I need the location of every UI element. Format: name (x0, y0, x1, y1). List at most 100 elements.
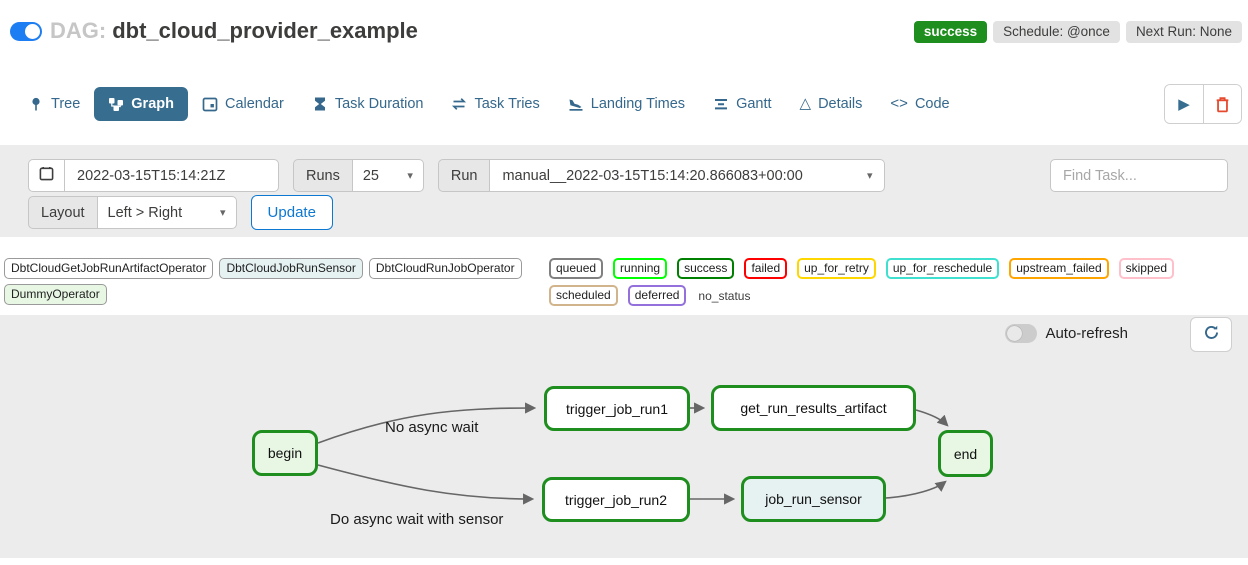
delete-dag-button[interactable] (1203, 85, 1241, 123)
runs-select[interactable]: 25 ▾ (351, 159, 424, 192)
tab-task-tries[interactable]: Task Tries (437, 87, 553, 121)
landing-plane-icon (568, 96, 584, 112)
filter-row-2: Layout Left > Right ▾ Update (28, 195, 333, 230)
operator-badge: DbtCloudGetJobRunArtifactOperator (4, 258, 214, 279)
tab-label: Gantt (736, 96, 772, 112)
edge-begin-trigger2 (317, 464, 535, 505)
dag-status-badge: success (913, 21, 988, 43)
state-badge-upstream-failed: upstream_failed (1009, 258, 1109, 279)
operator-badge: DbtCloudRunJobOperator (368, 258, 522, 279)
run-group: Run manual__2022-03-15T15:14:20.866083+0… (437, 159, 886, 192)
tab-label: Graph (131, 96, 174, 112)
auto-refresh-control: Auto-refresh (1005, 324, 1128, 343)
no-status-label: no_status (698, 288, 751, 303)
view-tabs-row: Tree Graph Calendar Task Duration Task T… (0, 84, 1248, 128)
tab-tree[interactable]: Tree (14, 87, 94, 121)
operator-legend: DbtCloudGetJobRunArtifactOperator DbtClo… (4, 258, 544, 305)
operator-badge: DbtCloudJobRunSensor (219, 258, 363, 279)
gantt-bars-icon (713, 96, 729, 112)
date-picker-button[interactable] (28, 159, 64, 192)
tab-label: Tree (51, 96, 81, 112)
state-badge-queued: queued (549, 258, 604, 279)
tab-label: Task Duration (334, 96, 424, 112)
triangle-icon: △ (799, 95, 812, 112)
legend: DbtCloudGetJobRunArtifactOperator DbtClo… (0, 255, 1248, 310)
chevron-down-icon: ▾ (407, 170, 413, 182)
trigger-dag-button[interactable]: ▶ (1165, 85, 1203, 123)
tab-graph[interactable]: Graph (94, 87, 188, 121)
header-badges: success Schedule: @once Next Run: None (913, 21, 1242, 43)
run-label: Run (437, 159, 490, 192)
chevron-down-icon: ▾ (866, 170, 873, 182)
next-run-badge: Next Run: None (1125, 21, 1242, 43)
run-select[interactable]: manual__2022-03-15T15:14:20.866083+00:00… (489, 159, 886, 192)
tab-details[interactable]: △ Details (786, 87, 877, 121)
view-tabs: Tree Graph Calendar Task Duration Task T… (14, 84, 964, 124)
tab-label: Calendar (224, 96, 284, 112)
schedule-badge: Schedule: @once (993, 21, 1120, 43)
tab-gantt[interactable]: Gantt (699, 87, 785, 121)
state-legend: queued running success failed up_for_ret… (549, 258, 1239, 306)
update-button[interactable]: Update (250, 195, 333, 230)
tree-pin-icon (28, 96, 44, 112)
layout-label: Layout (28, 196, 97, 229)
code-brackets-icon: <> (890, 95, 908, 112)
task-node-begin[interactable]: begin (252, 430, 318, 476)
dag-name: dbt_cloud_provider_example (112, 18, 418, 43)
state-badge-failed: failed (744, 258, 788, 279)
refresh-button[interactable] (1190, 317, 1232, 352)
edge-sensor-end (885, 480, 947, 499)
toggle-knob (1007, 326, 1023, 341)
state-badge-success: success (677, 258, 735, 279)
runs-label: Runs (293, 159, 352, 192)
dag-header: DAG:dbt_cloud_provider_example success S… (0, 0, 1248, 66)
tab-label: Task Tries (474, 96, 540, 112)
task-node-trigger-job-run2[interactable]: trigger_job_run2 (542, 477, 690, 522)
trash-icon (1214, 96, 1231, 113)
state-badge-skipped: skipped (1118, 258, 1174, 279)
task-node-end[interactable]: end (938, 430, 993, 477)
tab-label: Landing Times (590, 96, 686, 112)
tab-label: Details (818, 96, 863, 112)
dag-edges (317, 402, 949, 505)
dag-action-buttons: ▶ (1164, 84, 1242, 124)
auto-refresh-label: Auto-refresh (1045, 325, 1128, 342)
filter-row-1: Runs 25 ▾ Run manual__2022-03-15T15:14:2… (28, 159, 886, 192)
tab-code[interactable]: <> Code (876, 87, 963, 121)
base-date-input[interactable] (64, 159, 279, 192)
play-icon: ▶ (1178, 96, 1190, 113)
tab-landing-times[interactable]: Landing Times (554, 87, 699, 121)
refresh-icon (1203, 324, 1220, 346)
graph-nodes-icon (108, 96, 124, 112)
runs-group: Runs 25 ▾ (293, 159, 424, 192)
state-badge-scheduled: scheduled (549, 285, 618, 306)
auto-refresh-toggle[interactable] (1005, 324, 1038, 343)
state-badge-running: running (613, 258, 668, 279)
task-node-get-run-results-artifact[interactable]: get_run_results_artifact (711, 385, 916, 431)
operator-badge: DummyOperator (4, 284, 107, 305)
task-node-trigger-job-run1[interactable]: trigger_job_run1 (544, 386, 690, 431)
find-task-input[interactable] (1050, 159, 1228, 192)
base-date-group (28, 159, 279, 192)
state-badge-up-for-retry: up_for_retry (797, 258, 876, 279)
repeat-icon (451, 96, 467, 112)
state-badge-deferred: deferred (627, 285, 687, 306)
layout-group: Layout Left > Right ▾ (28, 196, 237, 229)
tab-label: Code (914, 96, 950, 112)
layout-selected-value: Left > Right (107, 204, 183, 221)
layout-select[interactable]: Left > Right ▾ (96, 196, 237, 229)
edge-begin-trigger1 (317, 402, 537, 444)
dag-prefix-label: DAG: (50, 18, 107, 43)
dag-pause-toggle[interactable] (10, 22, 42, 41)
tab-calendar[interactable]: Calendar (188, 87, 298, 121)
edge-label-do-async-wait: Do async wait with sensor (330, 511, 504, 528)
toggle-knob (25, 24, 40, 39)
runs-selected-value: 25 (362, 167, 379, 184)
run-selected-value: manual__2022-03-15T15:14:20.866083+00:00 (502, 167, 803, 184)
hourglass-icon (312, 96, 328, 112)
dag-graph-panel: Auto-refresh begin trigger_job_run1 get_… (0, 315, 1248, 558)
task-node-job-run-sensor[interactable]: job_run_sensor (741, 476, 886, 522)
filter-bar: Runs 25 ▾ Run manual__2022-03-15T15:14:2… (0, 145, 1248, 237)
tab-task-duration[interactable]: Task Duration (298, 87, 438, 121)
calendar-small-icon (39, 166, 54, 185)
